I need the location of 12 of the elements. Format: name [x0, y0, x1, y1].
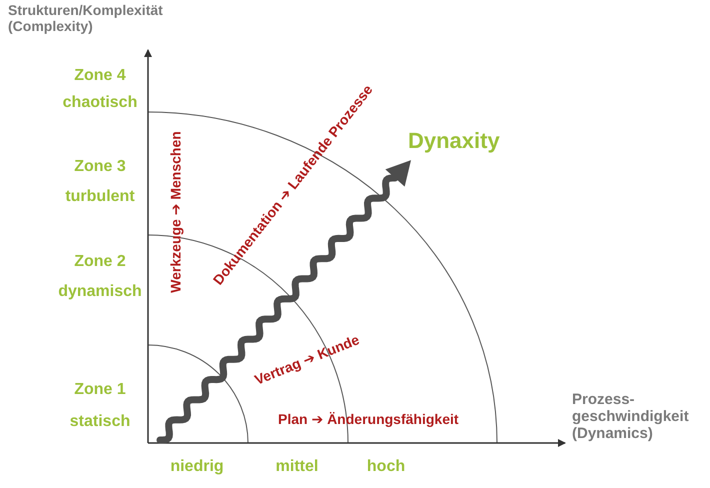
zone-label: Zone 2 dynamisch: [57, 252, 143, 302]
shift-label: Vertrag ➔ Kunde: [252, 331, 362, 389]
axis-tick-label: hoch: [366, 458, 406, 476]
axis-tick-label: niedrig: [170, 458, 224, 476]
zone-label: Zone 4 chaotisch: [62, 66, 138, 113]
arrow-label: Dynaxity: [408, 128, 500, 154]
zone-label: Zone 1 statisch: [68, 380, 132, 432]
shift-label: Werkzeuge ➔ Menschen: [168, 131, 184, 293]
axis-title: Prozess- geschwindigkeit (Dynamics): [572, 391, 687, 442]
zone-label: Zone 3 turbulent: [64, 157, 136, 207]
axis-title: Strukturen/Komplexität (Complexity): [8, 2, 164, 34]
axis-tick-label: mittel: [276, 458, 318, 476]
